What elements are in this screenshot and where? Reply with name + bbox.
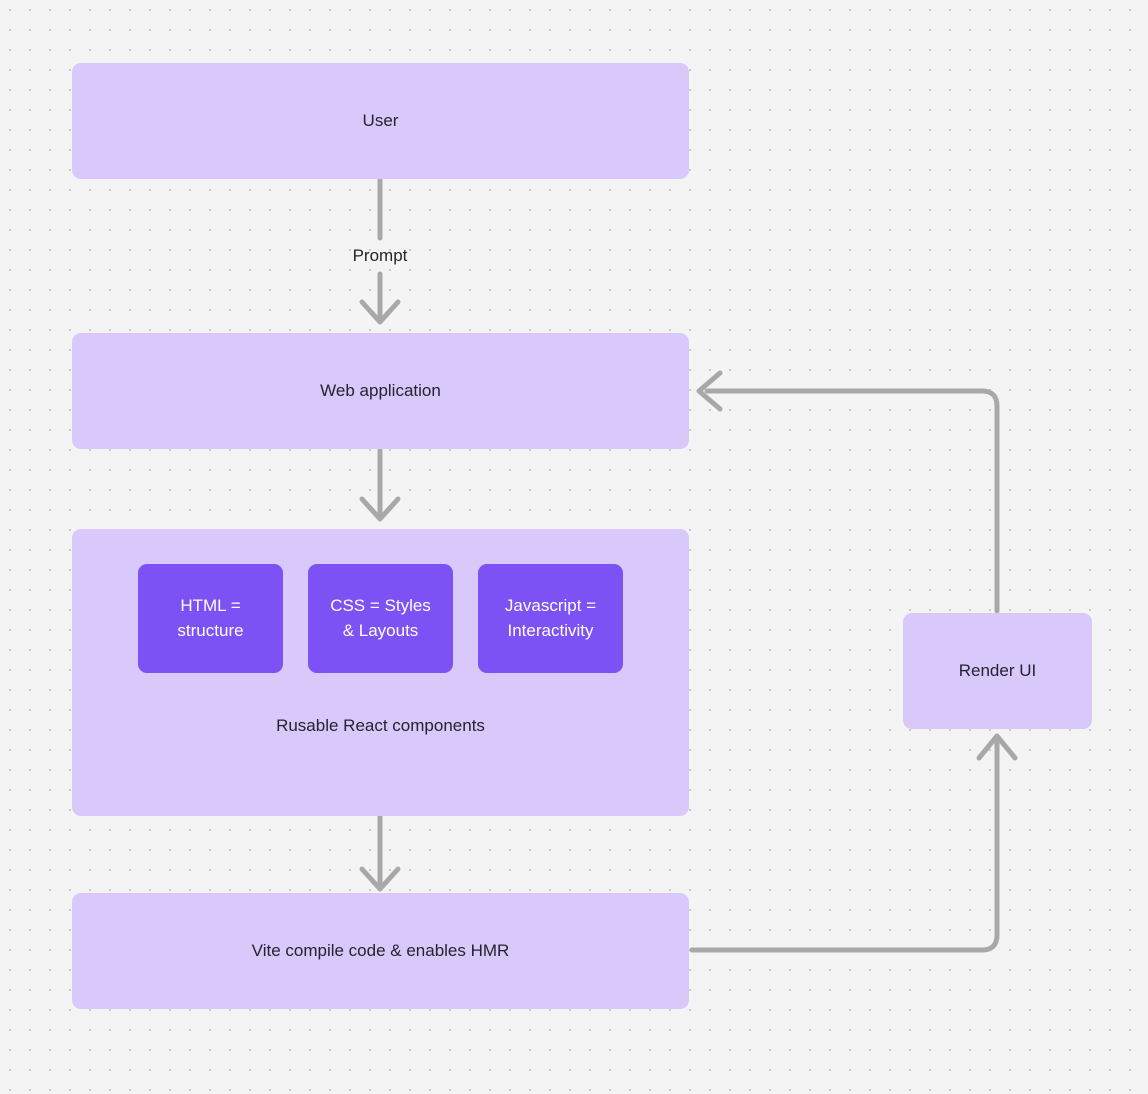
edge-web-to-components: [359, 447, 401, 522]
node-components-group[interactable]: HTML = structure CSS = Styles & Layouts …: [72, 529, 689, 816]
chip-javascript[interactable]: Javascript = Interactivity: [478, 564, 623, 673]
components-group-caption: Rusable React components: [276, 716, 485, 735]
components-chip-row: HTML = structure CSS = Styles & Layouts …: [72, 564, 689, 673]
node-vite-label: Vite compile code & enables HMR: [251, 940, 510, 960]
chip-javascript-label: Javascript = Interactivity: [504, 596, 597, 640]
edge-label-prompt: Prompt: [352, 246, 408, 265]
node-web-application-label: Web application: [320, 380, 441, 400]
edge-render-to-web: [696, 370, 1000, 614]
node-user-label: User: [362, 110, 399, 130]
node-render-ui[interactable]: Render UI: [903, 613, 1092, 729]
node-web-application[interactable]: Web application: [72, 333, 689, 449]
node-user[interactable]: User: [72, 63, 689, 179]
chip-css[interactable]: CSS = Styles & Layouts: [308, 564, 453, 673]
node-render-ui-label: Render UI: [958, 660, 1037, 680]
edge-vite-to-render: [689, 733, 1018, 953]
chip-html-label: HTML = structure: [177, 596, 244, 640]
chip-html[interactable]: HTML = structure: [138, 564, 283, 673]
edge-components-to-vite: [359, 813, 401, 892]
node-vite[interactable]: Vite compile code & enables HMR: [72, 893, 689, 1009]
chip-css-label: CSS = Styles & Layouts: [330, 596, 431, 640]
